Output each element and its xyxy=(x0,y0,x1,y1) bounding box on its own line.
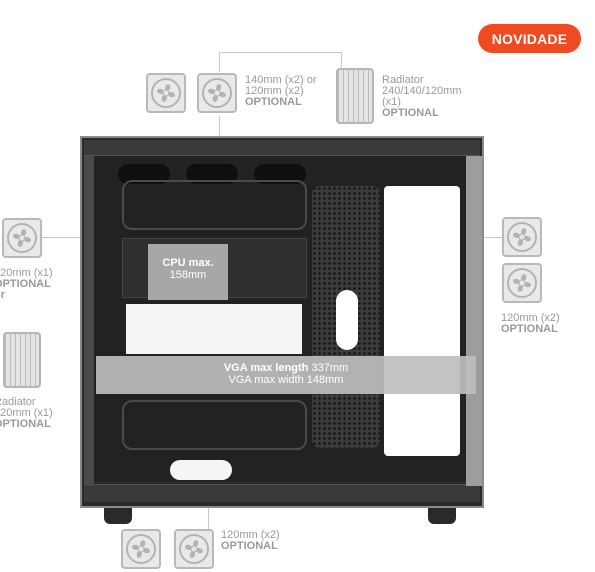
left-radiator-label-line3: OPTIONAL xyxy=(0,418,51,430)
top-connector-left xyxy=(219,52,220,72)
fan-icon xyxy=(121,529,161,569)
vga-clearance-band: VGA max length 337mm VGA max width 148mm xyxy=(96,356,476,394)
top-connector-down xyxy=(219,116,220,138)
cpu-cutout xyxy=(126,304,302,354)
mesh-panel-slot xyxy=(336,290,358,350)
left-radiator-label: Radiator 120mm (x1) OPTIONAL xyxy=(0,397,53,430)
top-vent-slot xyxy=(186,164,238,184)
cpu-clearance-box: CPU max. 158mm xyxy=(148,244,228,300)
cpu-clearance-title: CPU max. xyxy=(162,257,214,269)
left-connector xyxy=(42,237,82,238)
left-fan-label: 120mm (x1) OPTIONAL or xyxy=(0,268,53,301)
bottom-fans-label-line1: 120mm (x2) xyxy=(221,529,280,541)
top-fans-label-line1: 140mm (x2) or xyxy=(245,74,317,86)
psu-bay-opening xyxy=(384,186,460,456)
left-fan-label-line1: 120mm (x1) xyxy=(0,267,53,279)
right-connector xyxy=(482,237,502,238)
fan-icon xyxy=(502,263,542,303)
vga-length-value: 337mm xyxy=(311,362,349,374)
top-fans-label: 140mm (x2) or 120mm (x2) OPTIONAL xyxy=(245,75,317,108)
right-fans-label-line1: 120mm (x2) xyxy=(501,312,560,324)
top-radiator-label: Radiator 240/140/120mm (x1) OPTIONAL xyxy=(382,75,462,119)
mesh-panel xyxy=(312,186,380,448)
right-fans-label: 120mm (x2) OPTIONAL xyxy=(501,313,560,335)
cpu-clearance-value: 158mm xyxy=(169,269,207,281)
bottom-connector xyxy=(208,494,209,530)
case-top-rail xyxy=(84,140,480,156)
fan-icon xyxy=(502,217,542,257)
top-radiator-label-line1: Radiator xyxy=(382,74,424,86)
right-fans-label-line2: OPTIONAL xyxy=(501,323,558,335)
fan-icon xyxy=(174,529,214,569)
top-radiator-label-line2: 240/140/120mm xyxy=(382,85,462,97)
fan-icon xyxy=(2,218,42,258)
top-radiator-label-line3: (x1) xyxy=(382,96,401,108)
vga-width-label: VGA max width xyxy=(228,374,304,386)
bottom-vent-slot xyxy=(170,460,232,480)
top-connector-horizontal xyxy=(219,52,341,53)
fan-icon xyxy=(197,73,237,113)
top-vent-slot xyxy=(254,164,306,184)
fan-mount-plate xyxy=(122,180,307,230)
case-foot xyxy=(104,508,132,524)
radiator-icon xyxy=(3,332,41,388)
radiator-icon xyxy=(336,68,374,124)
top-connector-right xyxy=(341,52,342,70)
case-foot xyxy=(428,508,456,524)
vga-length-label: VGA max length xyxy=(223,362,309,374)
top-vent-slot xyxy=(118,164,170,184)
case-bottom-rail xyxy=(84,484,480,502)
top-fans-label-line2: 120mm (x2) xyxy=(245,85,304,97)
left-radiator-label-line2: 120mm (x1) xyxy=(0,407,53,419)
left-fan-label-line2: OPTIONAL xyxy=(0,278,51,290)
left-radiator-label-line1: Radiator xyxy=(0,396,36,408)
bottom-fans-label: 120mm (x2) OPTIONAL xyxy=(221,530,280,552)
left-fan-label-line3: or xyxy=(0,289,5,301)
case-left-edge xyxy=(84,156,94,486)
fan-mount-plate xyxy=(122,400,307,450)
case-front-glass xyxy=(466,156,482,486)
fan-icon xyxy=(146,73,186,113)
top-radiator-label-line4: OPTIONAL xyxy=(382,107,439,119)
vga-width-value: 148mm xyxy=(306,374,344,386)
novidade-badge: NOVIDADE xyxy=(478,24,581,53)
bottom-fans-label-line2: OPTIONAL xyxy=(221,540,278,552)
top-fans-label-line3: OPTIONAL xyxy=(245,96,302,108)
